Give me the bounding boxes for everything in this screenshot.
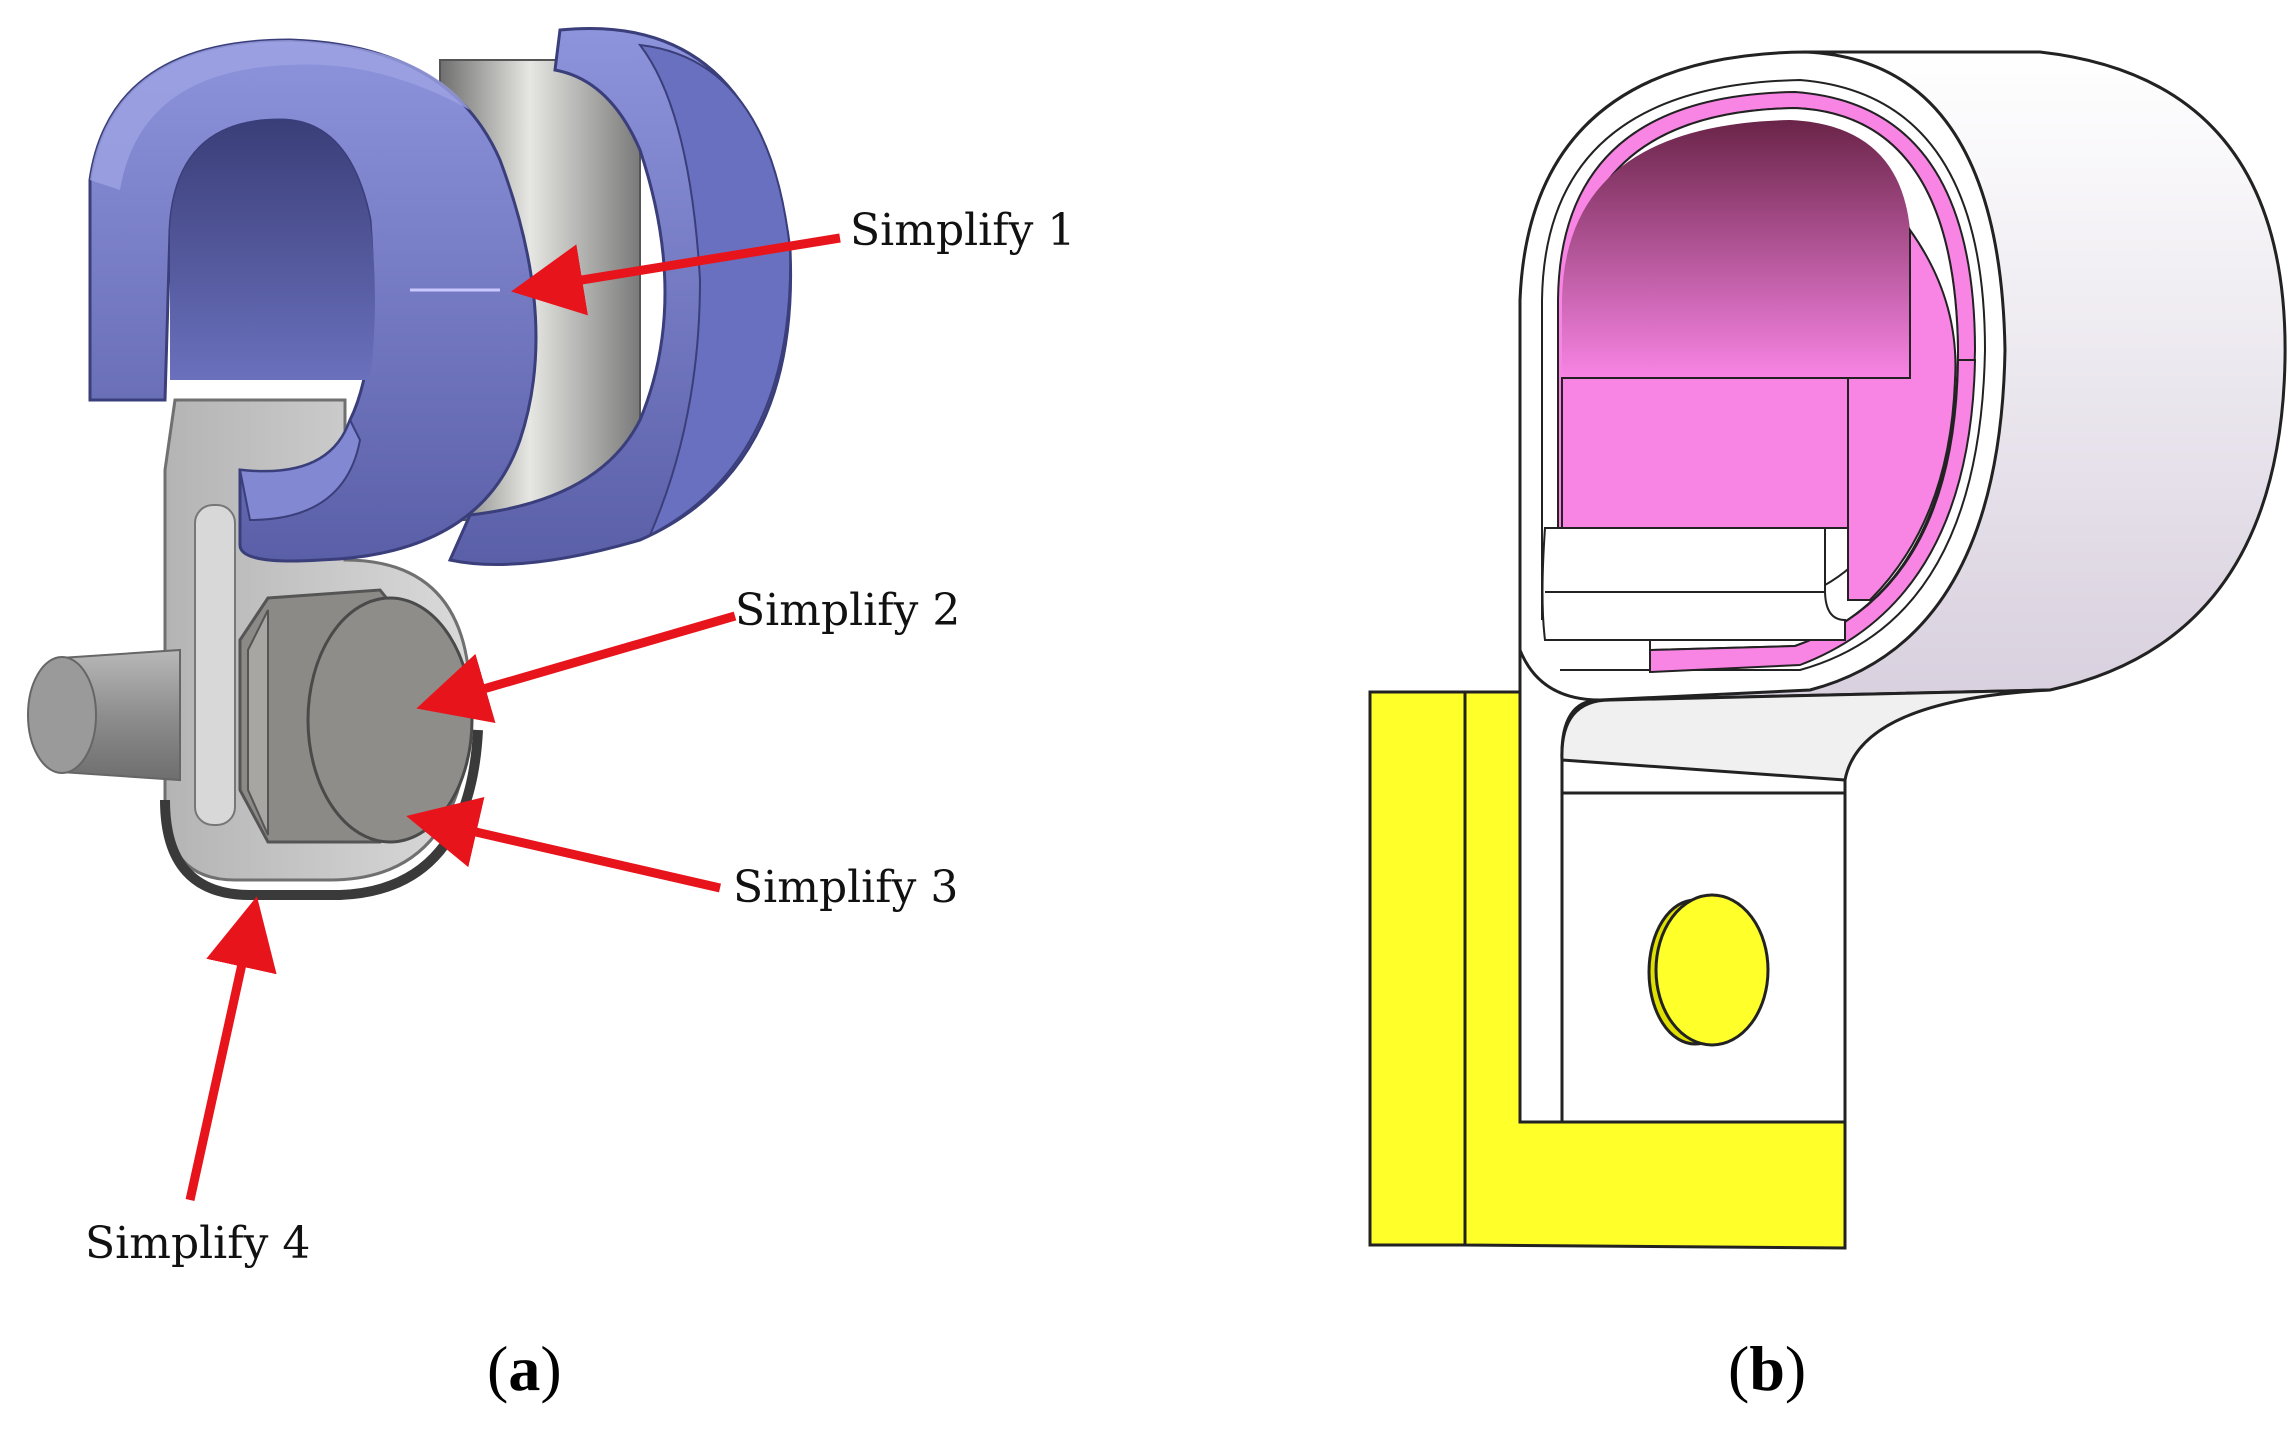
ring-inner-gap [1541,527,1846,641]
pin-end [27,656,97,774]
front-blue-clamp-top [90,40,470,190]
caption-b: (b) [1728,1333,1806,1404]
rear-blue-ring-face [637,43,792,538]
caption-a: (a) [487,1333,562,1404]
pink-liner-top-shaded [1562,120,1910,378]
arrow-simplify-1 [511,233,841,316]
ring-tail [1560,688,2051,782]
ring-inner-edge [1541,78,1987,671]
arrow-simplify-4 [185,896,277,1201]
bolt-round-face [306,596,474,844]
label-simplify-3: Simplify 3 [733,862,958,913]
pink-liner-bottom [1649,359,1977,674]
caption-b-letter: b [1749,1333,1785,1404]
hex-bolt-face [247,609,269,836]
label-simplify-4: Simplify 4 [85,1218,310,1269]
front-blue-clamp-inner [170,120,375,380]
yellow-pin-face [1654,893,1770,1047]
bracket-outer-strip [1368,690,1467,1247]
arrow-simplify-2 [416,611,737,724]
pink-liner-side [1847,226,1957,601]
panel-b: (b) [1368,50,2287,1404]
caption-a-letter: a [508,1333,540,1404]
pink-liner-band [1561,377,1849,529]
arrow-simplify-3 [406,797,722,893]
label-simplify-1: Simplify 1 [850,205,1075,256]
panel-a: Simplify 1 Simplify 2 Simplify 3 Simplif… [27,27,1075,1404]
clamp-lower-lip [238,417,362,522]
label-simplify-2: Simplify 2 [735,585,960,636]
lug-slot [194,504,236,826]
